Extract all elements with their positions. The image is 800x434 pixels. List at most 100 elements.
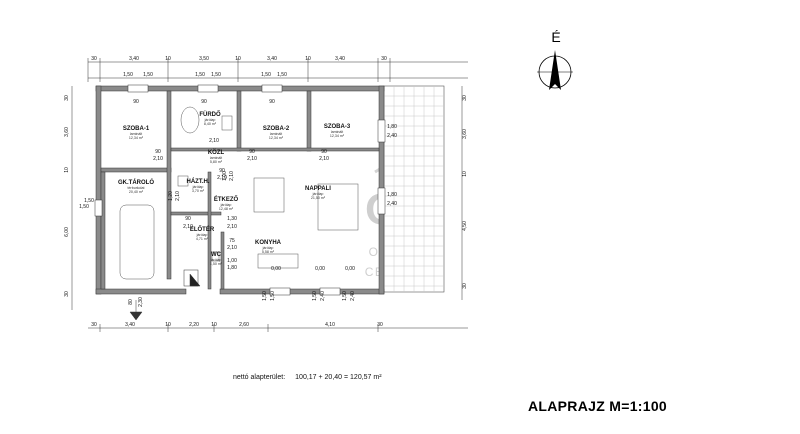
room-eloter-sub: járólap bbox=[196, 233, 208, 237]
door-dim: 90 bbox=[249, 149, 255, 155]
room-konyha-sub: járólap bbox=[262, 246, 274, 250]
door-dim: 0,00 bbox=[345, 266, 355, 272]
door-dim: 2,10 bbox=[227, 245, 237, 251]
dim-top-inner: 1,50 bbox=[143, 72, 153, 78]
dim-left: 3,60 bbox=[64, 127, 70, 137]
dim-top-outer: 10 bbox=[165, 56, 171, 62]
door-dim: 2,10 bbox=[183, 224, 193, 230]
north-arrow: É bbox=[537, 29, 573, 90]
room-wc-sub: járólap bbox=[210, 258, 222, 262]
dim-bottom: 10 bbox=[211, 322, 217, 328]
net-floor-area-label: nettó alapterület: bbox=[233, 374, 286, 381]
room-kozl-sub: laminált bbox=[210, 156, 222, 160]
door-dim: 2,40 bbox=[350, 291, 356, 301]
dim-top-inner: 1,50 bbox=[211, 72, 221, 78]
dim-top-outer: 30 bbox=[381, 56, 387, 62]
door-dim: 75 bbox=[229, 238, 235, 244]
door-dim: 1,30 bbox=[227, 216, 237, 222]
room-szoba1-name: SZOBA-1 bbox=[123, 126, 150, 132]
door-dim: 2,40 bbox=[320, 291, 326, 301]
wc-bowl bbox=[211, 251, 220, 262]
dim-left: 1,50 bbox=[84, 198, 94, 204]
room-konyha-name: KONYHA bbox=[255, 240, 282, 246]
net-floor-area-value: 100,17 + 20,40 = 120,57 m² bbox=[295, 374, 382, 381]
door-dim: 1,80 bbox=[387, 192, 397, 198]
dim-bottom: 2,20 bbox=[189, 322, 199, 328]
north-needle bbox=[549, 50, 561, 90]
dim-top-outer: 3,40 bbox=[129, 56, 139, 62]
dim-top-outer: 3,50 bbox=[199, 56, 209, 62]
room-wc-area: 1,50 m² bbox=[210, 262, 223, 266]
door-dim: 1,80 bbox=[227, 265, 237, 271]
door-dim: 2,40 bbox=[387, 201, 397, 207]
entrance bbox=[129, 269, 201, 321]
door-dim: 2,10 bbox=[175, 191, 181, 201]
door-dim: 1,80 bbox=[387, 124, 397, 130]
dim-bottom: 4,10 bbox=[325, 322, 335, 328]
door-dim: 80 bbox=[128, 299, 134, 305]
room-eloter-area: 4,71 m² bbox=[196, 237, 209, 241]
door-dim: 2,10 bbox=[153, 156, 163, 162]
furniture bbox=[119, 106, 359, 280]
windows bbox=[94, 84, 386, 296]
door-dim: 1,50 bbox=[312, 291, 318, 301]
room-szoba1-area: 12,34 m² bbox=[129, 136, 144, 140]
sofa bbox=[317, 183, 359, 231]
door-dim: 2,30 bbox=[138, 297, 144, 307]
net-floor-area: nettó alapterület: 100,17 + 20,40 = 120,5… bbox=[233, 374, 392, 381]
dim-bottom: 10 bbox=[165, 322, 171, 328]
car-outline bbox=[119, 204, 155, 280]
door-dim: 2,10 bbox=[319, 156, 329, 162]
dim-right: 3,60 bbox=[462, 129, 468, 139]
room-eloter-name: ELŐTÉR bbox=[190, 225, 215, 233]
room-tarolo-sub: térburkolat bbox=[128, 186, 145, 190]
room-nappali-sub: járólap bbox=[312, 192, 324, 196]
dim-top-inner: 1,50 bbox=[123, 72, 133, 78]
dim-bottom: 2,60 bbox=[239, 322, 249, 328]
door-dim: 2,10 bbox=[227, 224, 237, 230]
door-dim: 2,40 bbox=[387, 133, 397, 139]
door-dim: 90 bbox=[185, 216, 191, 222]
kitchen-counter bbox=[257, 253, 299, 269]
north-letter: É bbox=[551, 29, 560, 45]
room-szoba2-sub: laminált bbox=[270, 132, 282, 136]
door-dim: 1,20 bbox=[168, 191, 174, 201]
door-dim: 1,50 bbox=[79, 204, 89, 210]
dim-right: 4,50 bbox=[462, 221, 468, 231]
room-tarolo-area: 20,40 m² bbox=[129, 190, 144, 194]
dim-bottom: 30 bbox=[377, 322, 383, 328]
room-konyha-area: 5,58 m² bbox=[262, 250, 275, 254]
room-etkezo-name: ÉTKEZŐ bbox=[214, 195, 239, 203]
door-dimension-labels: 90 90 90 2,10 90 2,10 90 2,10 90 2,10 1,… bbox=[79, 99, 397, 307]
door-dim: 90 bbox=[133, 99, 139, 105]
door-dim: 90 bbox=[321, 149, 327, 155]
room-furdo-sub: járólap bbox=[204, 118, 216, 122]
terrace bbox=[383, 85, 445, 293]
room-szoba2-name: SZOBA-2 bbox=[263, 126, 290, 132]
dim-left: 10 bbox=[64, 167, 70, 173]
dim-top-outer: 30 bbox=[91, 56, 97, 62]
room-labels: SZOBA-1 laminált 12,34 m² FÜRDŐ járólap … bbox=[118, 111, 351, 266]
door-dim: 90 bbox=[201, 99, 207, 105]
dim-right: 30 bbox=[462, 95, 468, 101]
room-szoba2-area: 12,34 m² bbox=[269, 136, 284, 140]
room-nappali-area: 21,50 m² bbox=[311, 196, 326, 200]
door-dim: 90 bbox=[219, 168, 225, 174]
room-szoba3-name: SZOBA-3 bbox=[324, 124, 351, 130]
room-szoba1-sub: laminált bbox=[130, 132, 142, 136]
dim-bottom: 30 bbox=[91, 322, 97, 328]
room-kozl-name: KÖZL bbox=[208, 149, 225, 156]
dim-top-outer: 3,40 bbox=[335, 56, 345, 62]
door-dim: 1,00 bbox=[222, 171, 228, 181]
room-wc-name: WC bbox=[211, 252, 222, 258]
room-nappali-name: NAPPALI bbox=[305, 186, 331, 192]
dim-right: 10 bbox=[462, 171, 468, 177]
door-dim: 2,10 bbox=[217, 175, 227, 181]
room-haztart-area: 3,70 m² bbox=[192, 189, 205, 193]
dimension-lines bbox=[71, 58, 468, 332]
room-kozl-area: 5,80 m² bbox=[210, 160, 223, 164]
room-etkezo-area: 12,48 m² bbox=[219, 207, 234, 211]
dim-left: 30 bbox=[64, 291, 70, 297]
dim-top-inner: 1,50 bbox=[261, 72, 271, 78]
